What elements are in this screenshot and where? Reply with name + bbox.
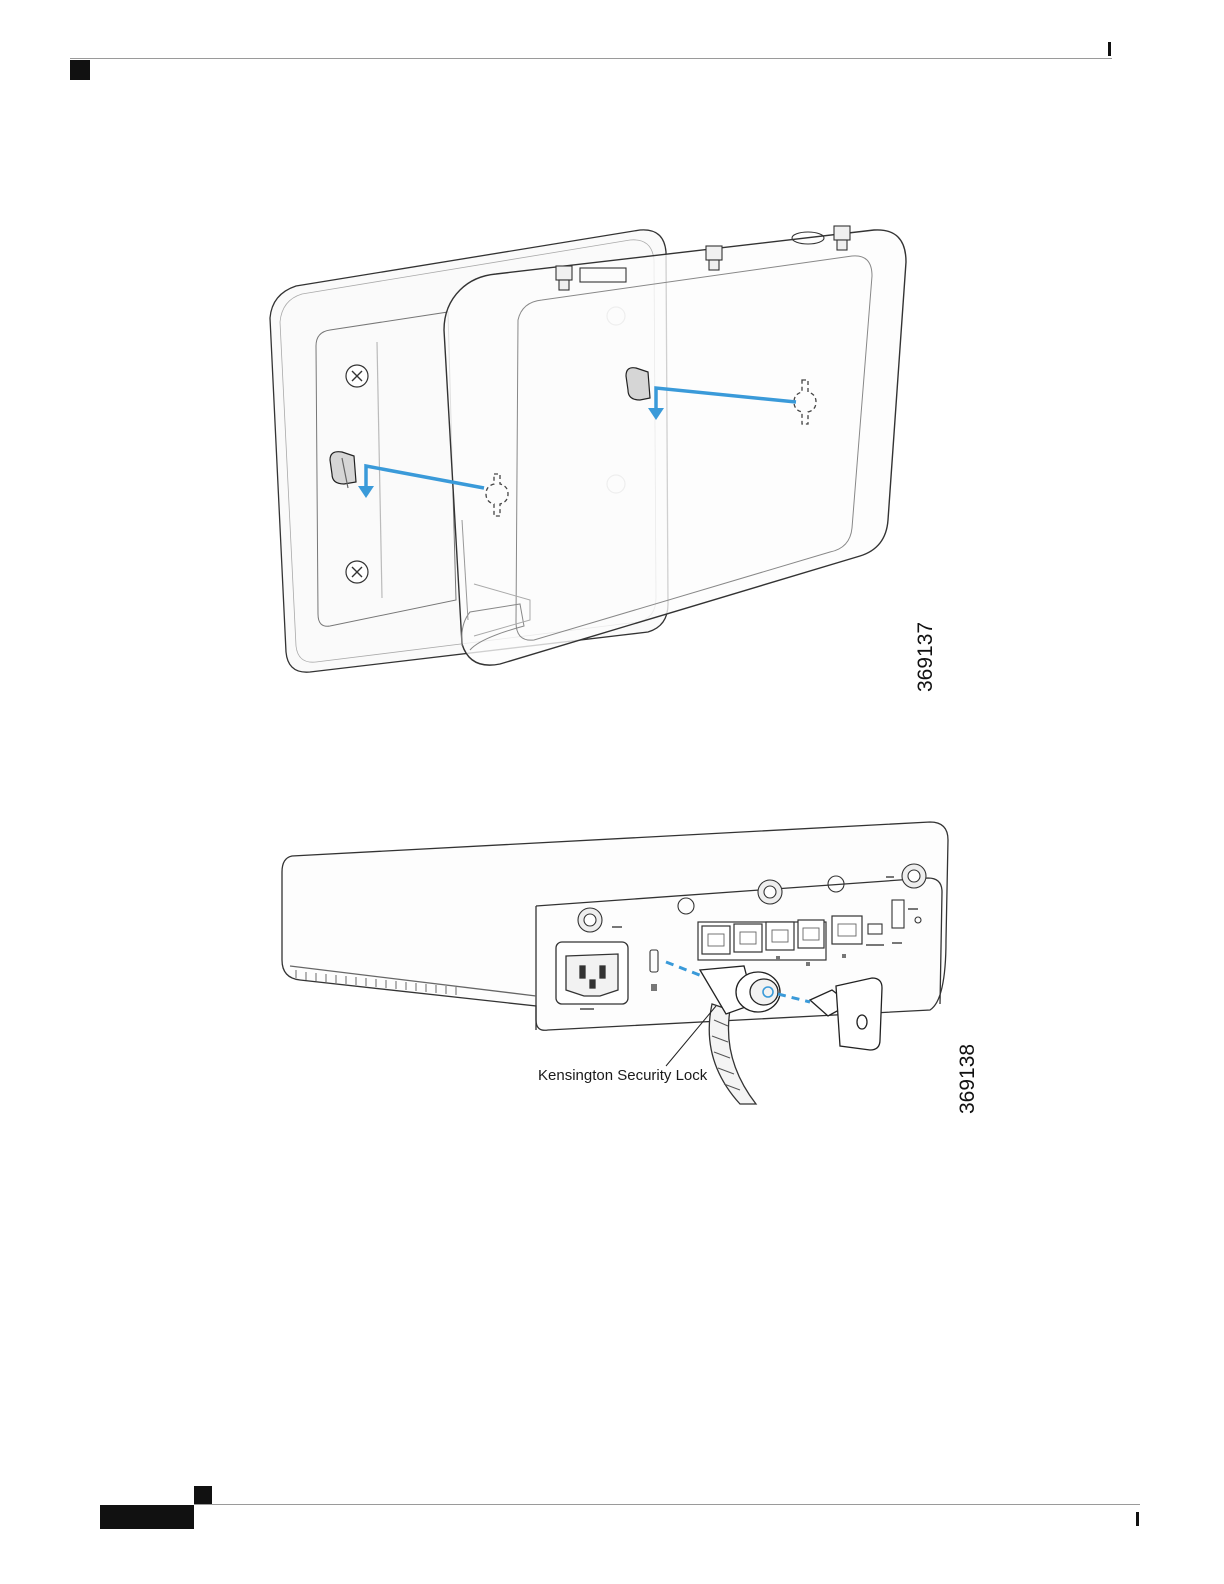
kensington-lock-callout: Kensington Security Lock — [538, 1067, 707, 1084]
kensington-lock-illustration — [0, 0, 1224, 1140]
kensington-lock-figure — [0, 0, 1224, 1140]
footer-page-tab — [100, 1505, 194, 1529]
power-inlet — [556, 942, 628, 1004]
figure-id-kensington-lock: 369138 — [956, 1044, 980, 1114]
footer-corner-block — [194, 1486, 212, 1504]
footer-edge-tick — [1136, 1512, 1139, 1526]
footer-rule — [194, 1504, 1140, 1505]
